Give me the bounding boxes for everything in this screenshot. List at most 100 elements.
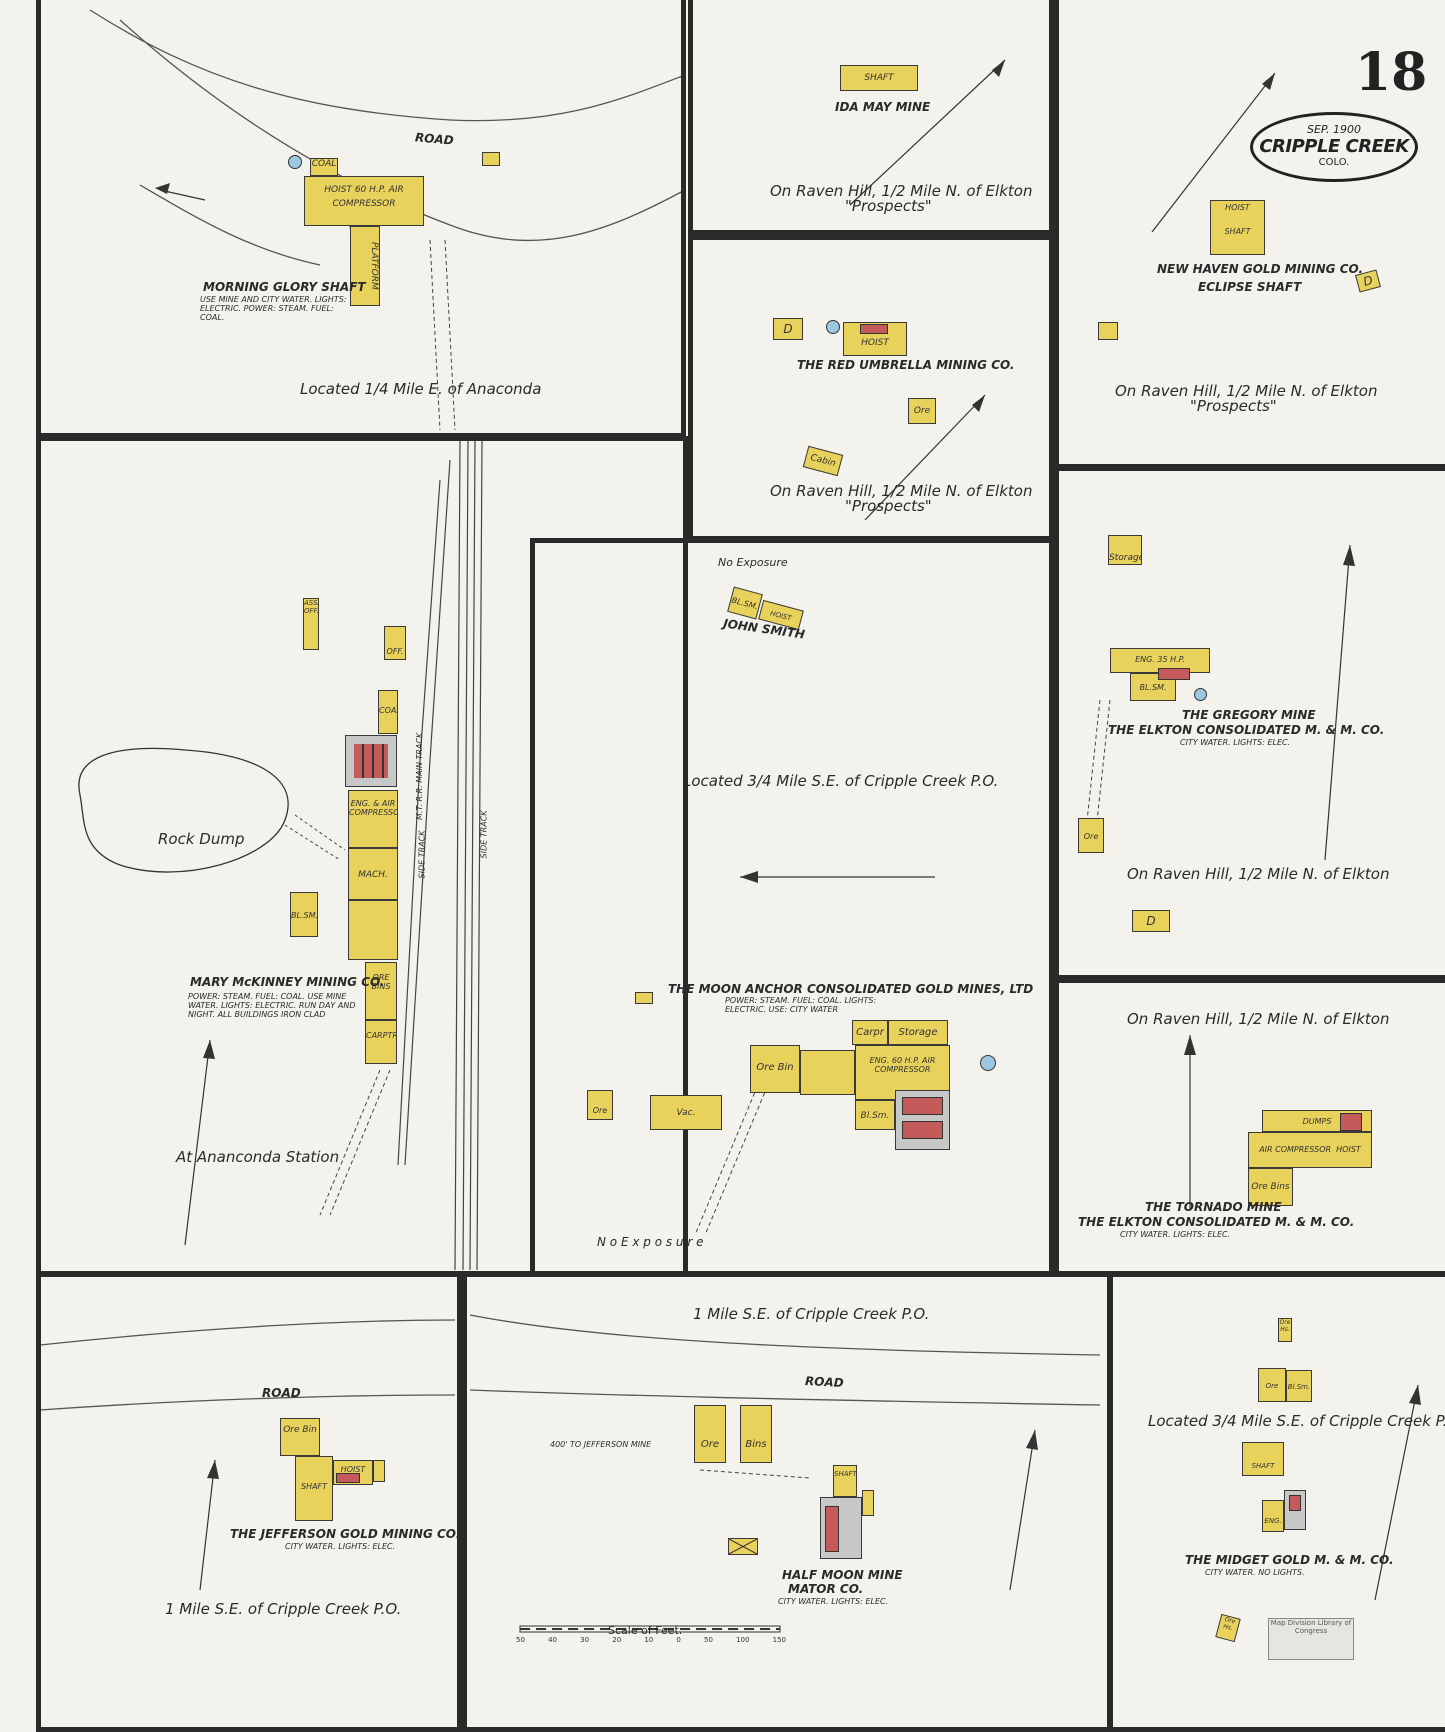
north-arrow-head: [972, 395, 985, 412]
boiler-icon: [336, 1473, 360, 1483]
elkton-note: CITY WATER. LIGHTS: ELEC.: [1180, 738, 1291, 747]
panel-gregory: [1054, 466, 1445, 980]
rail-line: [454, 439, 461, 1271]
boiler-icon: [860, 324, 888, 334]
rock-dump-label: Rock Dump: [158, 830, 245, 848]
storage: Storage: [888, 1020, 948, 1045]
assay-office: ASSAY OFF.: [303, 598, 319, 650]
new-haven-building: HOIST SHAFT: [1210, 200, 1265, 255]
north-arrow-head: [1409, 1385, 1421, 1405]
water-tank-icon: [1194, 688, 1207, 701]
to-jefferson-note: 400' TO JEFFERSON MINE: [550, 1440, 652, 1449]
panel-ida-may: [688, 0, 1054, 235]
carpenter-shop: Carpr: [852, 1020, 888, 1045]
track-line: [429, 239, 441, 431]
location-note: At Ananconda Station: [176, 1148, 340, 1166]
office: OFF.: [384, 626, 406, 660]
location-note: Located 1/4 Mile E. of Anaconda: [300, 380, 542, 398]
boiler-house: [1284, 1490, 1306, 1530]
raven-note: On Raven Hill, 1/2 Mile N. of Elkton: [1127, 1010, 1390, 1028]
elkton-note: CITY WATER. LIGHTS: ELEC.: [1120, 1230, 1231, 1239]
track-line: [329, 1069, 391, 1216]
side-track-label: SIDE TRACK: [479, 810, 489, 859]
track-line: [444, 239, 456, 431]
ida-may-building: SHAFT: [840, 65, 918, 91]
ore-house: Ore Hs.: [1258, 1368, 1286, 1402]
water-tank-icon: [980, 1055, 996, 1071]
ore-bin: Bins: [740, 1405, 772, 1463]
road-label: ROAD: [262, 1386, 301, 1400]
sheet-number: 18: [1355, 42, 1428, 103]
hoist-shaft-house: [348, 900, 398, 960]
engine-air-compressor: ENG. & AIR COMPRESSOR: [348, 790, 398, 848]
road-line: [39, 1319, 456, 1346]
location-note: 1 Mile S.E. of Cripple Creek P.O.: [693, 1305, 930, 1323]
track-line: [294, 814, 346, 851]
track-line: [319, 1069, 381, 1216]
road-line: [139, 184, 321, 266]
platform: PLATFORM: [350, 226, 380, 306]
coal-shed: COAL: [310, 158, 338, 176]
shaft-house: SHAFT: [1242, 1442, 1284, 1476]
ida-may-title: IDA MAY MINE: [835, 100, 931, 114]
crossed-shed: [728, 1538, 758, 1555]
track-line: [699, 1469, 811, 1479]
road-line: [469, 1314, 1101, 1356]
library-stamp: Map Division Library of Congress: [1268, 1618, 1354, 1660]
shaft-house: SHAFT: [833, 1465, 857, 1497]
no-exposure-label: No Exposure: [718, 556, 788, 569]
small-shed: [482, 152, 500, 166]
city-badge: SEP. 1900 CRIPPLE CREEK COLO.: [1250, 112, 1418, 182]
new-haven-title: NEW HAVEN GOLD MINING CO.: [1157, 262, 1363, 276]
panel-half-moon: [462, 1272, 1112, 1732]
prospects-note: "Prospects": [845, 197, 932, 215]
track-line: [1094, 699, 1111, 841]
north-arrow: [864, 394, 986, 521]
panel-moon-anchor: [530, 538, 1054, 1276]
jefferson-note: CITY WATER. LIGHTS: ELEC.: [285, 1542, 396, 1551]
boiler-house: [345, 735, 397, 787]
water-tank-icon: [288, 155, 302, 169]
north-arrow-head: [203, 1040, 215, 1059]
machine-shop: MACH. SHOP: [348, 848, 398, 900]
boiler-house: [895, 1090, 950, 1150]
moon-anchor-title: THE MOON ANCHOR CONSOLIDATED GOLD MINES,…: [668, 982, 1034, 996]
boiler-icon: [1340, 1113, 1362, 1131]
boiler-icon: [825, 1506, 839, 1552]
ore-bin: Ore: [694, 1405, 726, 1463]
tornado-title: THE TORNADO MINE: [1145, 1200, 1282, 1214]
scale-tick-label: 10: [644, 1636, 654, 1644]
scale-tick-label: 40: [548, 1636, 557, 1644]
boiler-icon: [902, 1121, 943, 1139]
rail-line: [404, 459, 451, 1166]
track-line: [704, 1079, 771, 1236]
small-shed: [635, 992, 653, 1004]
half-moon-hoist-house: [820, 1497, 862, 1559]
moon-anchor-hoist: [800, 1050, 855, 1095]
new-haven-hoist: HOIST: [1225, 203, 1250, 212]
prospects-note: "Prospects": [1190, 397, 1277, 415]
north-arrow-head: [1343, 545, 1355, 566]
rail-line: [469, 439, 476, 1271]
gregory-dwelling: D: [1132, 910, 1170, 932]
rail-line: [397, 479, 441, 1166]
main-track-label: M.T. R.R. MAIN TRACK: [415, 732, 424, 820]
crossed-shed-icon: [729, 1539, 757, 1554]
red-umbrella-title: THE RED UMBRELLA MINING CO.: [797, 358, 1015, 372]
raven-note: On Raven Hill, 1/2 Mile N. of Elkton: [1127, 865, 1390, 883]
blacksmith: BL.SM.: [290, 892, 318, 937]
rock-dump-outline: [78, 747, 289, 873]
north-arrow: [1009, 1429, 1036, 1591]
raven-note: On Raven Hill, 1/2 Mile N. of Elkton: [1115, 382, 1378, 400]
north-arrow: [1324, 544, 1351, 861]
ore-bin: Ore Bin: [908, 398, 936, 424]
ore-bins: Ore Bins: [1248, 1168, 1293, 1206]
road-line: [89, 9, 686, 122]
elkton-title: THE ELKTON CONSOLIDATED M. & M. CO.: [1108, 723, 1385, 737]
north-arrow: [849, 59, 1006, 206]
moon-anchor-note: POWER: STEAM. FUEL: COAL. LIGHTS: ELECTR…: [725, 996, 877, 1014]
midget-title: THE MIDGET GOLD M. & M. CO.: [1185, 1553, 1394, 1567]
ore-bin: Ore Bin: [750, 1045, 800, 1093]
mary-mckinney-note: POWER: STEAM. FUEL: COAL. USE MINE WATER…: [188, 992, 356, 1019]
